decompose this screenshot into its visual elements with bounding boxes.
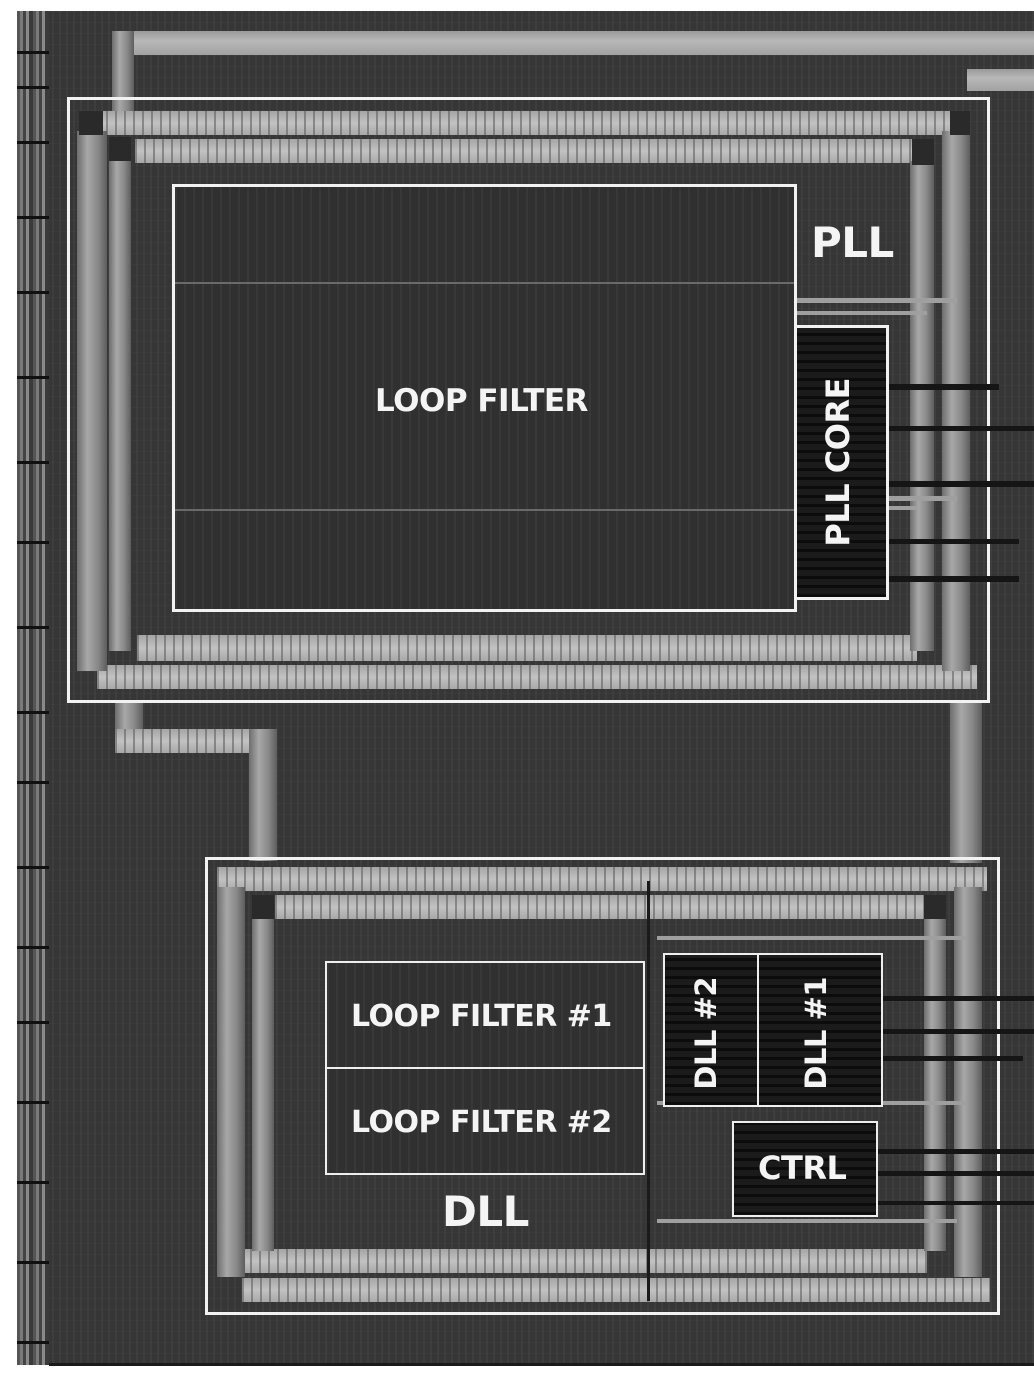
output-wire xyxy=(883,1029,1034,1034)
pll-ring-left-outer xyxy=(77,131,107,671)
dll-ring-bottom-outer xyxy=(242,1278,990,1302)
dll-ring-left-inner xyxy=(252,916,274,1251)
pll-ring-right-inner xyxy=(910,161,934,651)
top-right-stub xyxy=(967,69,1034,91)
pll-module-frame xyxy=(67,97,990,703)
pll-signal-wire xyxy=(797,298,957,303)
pll-ring-left-inner xyxy=(109,161,131,651)
die-micrograph: LOOP FILTER PLL PLL CORE LOOP FILTER #1 … xyxy=(17,11,1034,1366)
pll-ring-corner xyxy=(109,137,131,161)
pll-signal-wire xyxy=(797,311,927,315)
dll-1-label: DLL #1 xyxy=(799,977,833,1090)
pll-loop-filter-label: LOOP FILTER xyxy=(375,383,588,419)
dll-ring-bottom-inner xyxy=(232,1249,927,1273)
pll-ring-corner xyxy=(912,139,934,165)
interconnect-drop xyxy=(249,729,277,861)
output-wire xyxy=(889,481,1034,487)
top-global-bus xyxy=(115,31,1034,55)
dll-1-block: DLL #1 xyxy=(757,953,883,1107)
pll-ring-top-inner xyxy=(135,139,915,163)
dll-module-frame xyxy=(205,857,1000,1315)
ctrl-block: CTRL xyxy=(732,1121,878,1217)
output-wire xyxy=(883,996,1034,1001)
dll-ring-left-outer xyxy=(217,887,245,1277)
output-wire xyxy=(878,1201,1034,1205)
dll-loop-filter-2-block: LOOP FILTER #2 xyxy=(325,1067,645,1175)
left-power-bus xyxy=(17,11,49,1365)
dll-ring-right-outer xyxy=(954,887,982,1277)
loop-filter-divider xyxy=(175,509,794,511)
pll-loop-filter-block: LOOP FILTER xyxy=(172,184,797,612)
dll-2-block: DLL #2 xyxy=(663,953,759,1107)
output-wire xyxy=(889,539,1019,544)
pll-ring-bottom-outer xyxy=(97,665,977,689)
dll-title: DLL xyxy=(442,1187,529,1236)
dll-ring-top-inner xyxy=(275,895,925,919)
output-wire xyxy=(889,576,1019,582)
output-wire xyxy=(878,1149,1034,1154)
interconnect-horizontal xyxy=(115,729,275,753)
pll-core-block: PLL CORE xyxy=(794,325,889,600)
dll-loop-filter-2-label: LOOP FILTER #2 xyxy=(351,1105,612,1140)
interconnect-right xyxy=(950,703,982,863)
pll-title: PLL xyxy=(811,218,894,267)
dll-signal-spine xyxy=(647,881,650,1301)
ctrl-label: CTRL xyxy=(758,1149,847,1187)
loop-filter-divider xyxy=(175,282,794,284)
dll-loop-filter-1-label: LOOP FILTER #1 xyxy=(351,999,612,1034)
output-wire xyxy=(878,1171,1034,1176)
dll-signal-wire xyxy=(657,936,967,940)
output-wire xyxy=(883,1056,1023,1061)
dll-ring-top-outer xyxy=(217,867,987,891)
dll-ring-corner xyxy=(252,895,274,919)
dll-2-label: DLL #2 xyxy=(689,977,723,1090)
output-wire xyxy=(889,384,999,390)
dll-ring-corner xyxy=(924,895,946,919)
pll-ring-top-outer xyxy=(79,111,967,135)
pll-ring-corner xyxy=(950,111,970,135)
output-wire xyxy=(889,426,1034,431)
pll-ring-corner xyxy=(79,111,103,135)
pll-core-label: PLL CORE xyxy=(819,378,857,547)
pll-ring-right-outer xyxy=(942,131,970,671)
top-left-riser xyxy=(112,31,134,111)
pll-ring-bottom-inner xyxy=(137,635,917,661)
dll-loop-filter-1-block: LOOP FILTER #1 xyxy=(325,961,645,1069)
bottom-edge-line xyxy=(49,1363,1034,1366)
dll-signal-wire xyxy=(657,1219,957,1223)
